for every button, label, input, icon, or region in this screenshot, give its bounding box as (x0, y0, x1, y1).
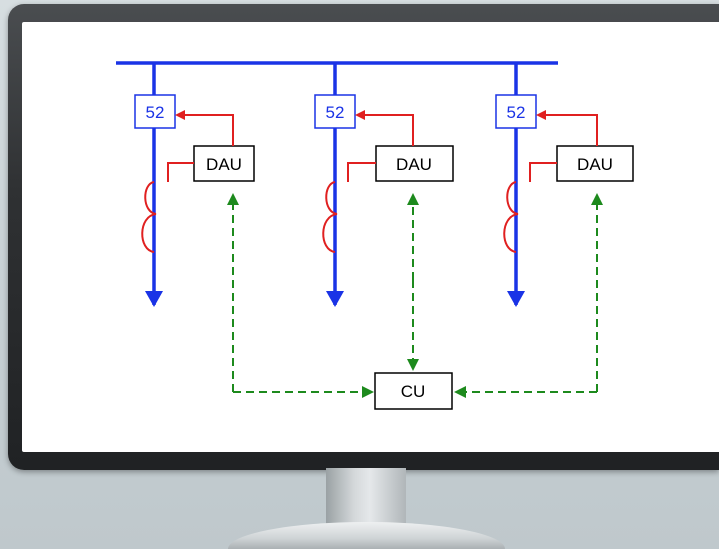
comm-links (227, 193, 603, 398)
feeder-3: 52 DAU (495, 63, 634, 307)
dau-label: DAU (206, 155, 242, 174)
cu-label: CU (401, 382, 426, 401)
monitor-screen (22, 22, 719, 452)
dau-label: DAU (577, 155, 613, 174)
ct-lead (347, 162, 376, 182)
monitor-stand-neck (326, 468, 406, 526)
breaker-label: 52 (507, 103, 526, 122)
trip-signal-line (355, 110, 414, 146)
ct-lead (167, 162, 194, 182)
trip-signal-line (536, 110, 598, 146)
feeder-1: 52 DAU (134, 63, 255, 307)
breaker-box (314, 94, 356, 129)
breaker-label: 52 (326, 103, 345, 122)
dau-label: DAU (396, 155, 432, 174)
breaker-label: 52 (146, 103, 165, 122)
dau-box (375, 145, 454, 182)
cu-box (374, 372, 453, 410)
current-transformer (503, 181, 519, 253)
current-transformer (141, 181, 157, 253)
feeder-2: 52 DAU (314, 63, 454, 307)
ct-lead (529, 162, 557, 182)
trip-signal-line (175, 110, 234, 146)
current-transformer (322, 181, 338, 253)
